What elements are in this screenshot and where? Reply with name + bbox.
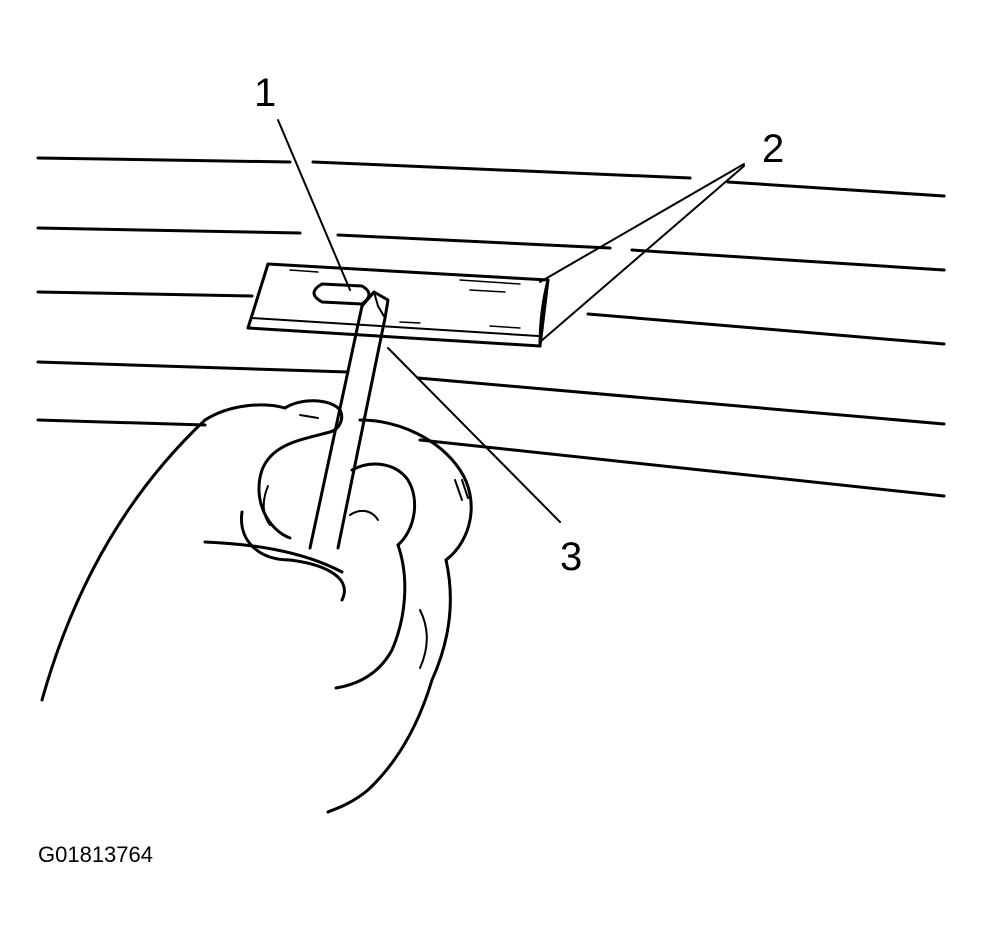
hand (40, 399, 473, 814)
leader-line-2b (539, 165, 745, 343)
callout-3: 3 (560, 535, 582, 579)
tab-slot (312, 282, 371, 306)
grid-lines (36, 156, 946, 498)
bracket-tab (246, 262, 550, 348)
callout-1: 1 (254, 71, 276, 115)
figure-code: G01813764 (38, 842, 153, 867)
leader-line-2a (539, 163, 745, 283)
leader-line-3 (387, 347, 561, 523)
leader-line-1 (277, 119, 351, 291)
callout-2: 2 (762, 127, 784, 171)
leader-lines (277, 119, 745, 523)
